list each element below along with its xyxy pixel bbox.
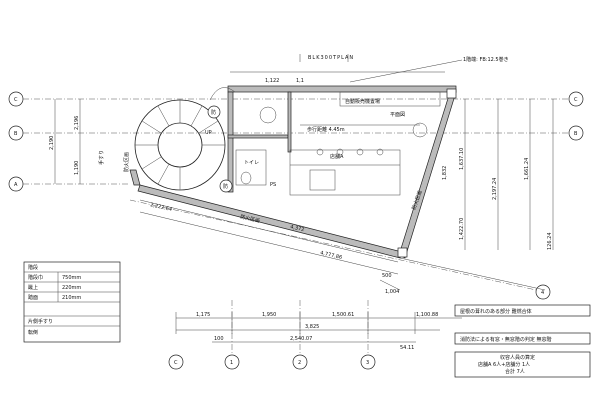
top-dim-b: 1,1 — [296, 78, 304, 84]
legend-foot-2: 転倒 — [28, 329, 38, 336]
bottom-dim-small-3: 54.11 — [400, 345, 414, 351]
stair-handrail-note: 手すり — [98, 150, 105, 165]
note-box-roof: 屋根の葺れのある部分 難燃合体 — [454, 304, 591, 317]
plan-sub-label: 平面図 — [390, 112, 405, 118]
grid-bubble-c-right: C — [568, 91, 584, 107]
legend-value: 210mm — [62, 295, 81, 301]
walkway-label: 歩行距離 4.45m — [307, 126, 345, 133]
svg-text:店舗A 6人+店舗分 1人: 店舗A 6人+店舗分 1人 — [478, 361, 530, 368]
svg-text:4: 4 — [541, 290, 544, 296]
right-dim-4: 1,422.70 — [459, 218, 465, 240]
svg-text:2: 2 — [298, 360, 301, 366]
svg-text:収容人員の算定: 収容人員の算定 — [500, 354, 535, 361]
grid-bubble-a-left: A — [8, 176, 24, 192]
svg-text:B: B — [14, 131, 18, 137]
svg-text:C: C — [574, 97, 578, 103]
bottom-dim-extra-2: 1,004 — [385, 289, 399, 295]
bottom-dim-total: 3,825 — [305, 324, 319, 330]
svg-text:3: 3 — [366, 360, 369, 366]
right-dim-1: 1,637.10 — [459, 148, 465, 170]
top-note: 1階端: FB:12.5巻き — [463, 56, 509, 63]
legend-heading: 階段 — [28, 264, 38, 271]
left-dim-2: 2,196 — [74, 116, 80, 130]
svg-text:C: C — [174, 360, 178, 366]
svg-text:防: 防 — [211, 109, 216, 116]
ps-label: PS — [270, 182, 276, 188]
diag-dim-3: 4,777.86 — [320, 250, 343, 261]
diag-dim-1: 2,222.64 — [150, 202, 173, 213]
bottom-dim-1: 1,175 — [196, 312, 210, 318]
stair-spec-legend: 階段 階段巾 750mm 蹴上 220mm 踏面 210mm 片側手すり 転倒 — [23, 261, 121, 343]
legend-label: 蹴上 — [28, 284, 38, 291]
right-dim-6: 126.24 — [547, 233, 553, 251]
legend-value: 750mm — [62, 275, 81, 281]
spiral-stair — [134, 99, 226, 191]
grid-bubble-c-bottom: C — [168, 354, 184, 370]
fire-mark-icon: 防 — [219, 179, 233, 193]
toilet-label: トイレ — [244, 160, 259, 166]
grid-bubble-c-left: C — [8, 91, 24, 107]
bottom-dim-small-2: 2,540.07 — [290, 336, 312, 342]
grid-bubble-1-bottom: 1 — [224, 354, 240, 370]
left-dim-3: 1,190 — [74, 161, 80, 175]
bottom-dim-3: 1,500.61 — [332, 312, 354, 318]
svg-text:B: B — [574, 131, 578, 137]
grid-bubble-b-left: B — [8, 125, 24, 141]
top-dim-a: 1,122 — [265, 78, 279, 84]
svg-text:A: A — [14, 182, 18, 188]
svg-text:C: C — [14, 97, 18, 103]
vending-area-label: 自動販売機置場 — [345, 98, 380, 105]
diag-dim-2: 4,372 — [290, 224, 305, 233]
store-a-label: 店舗A — [330, 153, 344, 160]
svg-text:消防法による有窓・無窓階の判定 無窓階: 消防法による有窓・無窓階の判定 無窓階 — [460, 336, 551, 343]
left-fire-note: 防火区画 — [123, 152, 130, 172]
svg-text:屋根の葺れのある部分 難燃合体: 屋根の葺れのある部分 難燃合体 — [460, 308, 532, 315]
legend-label: 階段巾 — [28, 274, 43, 281]
bottom-dim-extra-1: 500 — [382, 273, 392, 279]
svg-text:1: 1 — [230, 360, 233, 366]
grid-bubble-b-right: B — [568, 125, 584, 141]
svg-text:防: 防 — [223, 183, 228, 190]
legend-label: 踏面 — [28, 294, 38, 301]
plan-title: BLK300TPLAN — [308, 55, 354, 61]
grid-bubble-2-bottom: 2 — [292, 354, 308, 370]
bottom-dim-4: 1,100.88 — [416, 312, 438, 318]
svg-text:合計 7人: 合計 7人 — [505, 368, 525, 375]
grid-bubble-4-diag: 4 — [535, 284, 551, 300]
legend-value: 220mm — [62, 285, 81, 291]
fire-mark-icon: 防 — [207, 105, 221, 119]
legend-foot-1: 片側手すり — [28, 318, 53, 325]
left-dim-1: 2,190 — [49, 136, 55, 150]
up-label: UP — [205, 130, 212, 136]
bottom-dim-small-1: 100 — [214, 336, 224, 342]
grid-bubble-3-bottom: 3 — [360, 354, 376, 370]
right-dim-5: 1,832 — [442, 166, 448, 180]
note-box-occupancy: 収容人員の算定 店舗A 6人+店舗分 1人 合計 7人 — [454, 351, 591, 378]
right-dim-3: 1,661.24 — [524, 158, 530, 180]
note-box-window: 消防法による有窓・無窓階の判定 無窓階 — [454, 332, 591, 345]
bottom-dim-2: 1,950 — [262, 312, 276, 318]
bottom-fire-note: 防火区画 — [240, 213, 261, 224]
building-outline — [129, 85, 457, 259]
right-dim-2: 2,197.24 — [492, 178, 498, 200]
